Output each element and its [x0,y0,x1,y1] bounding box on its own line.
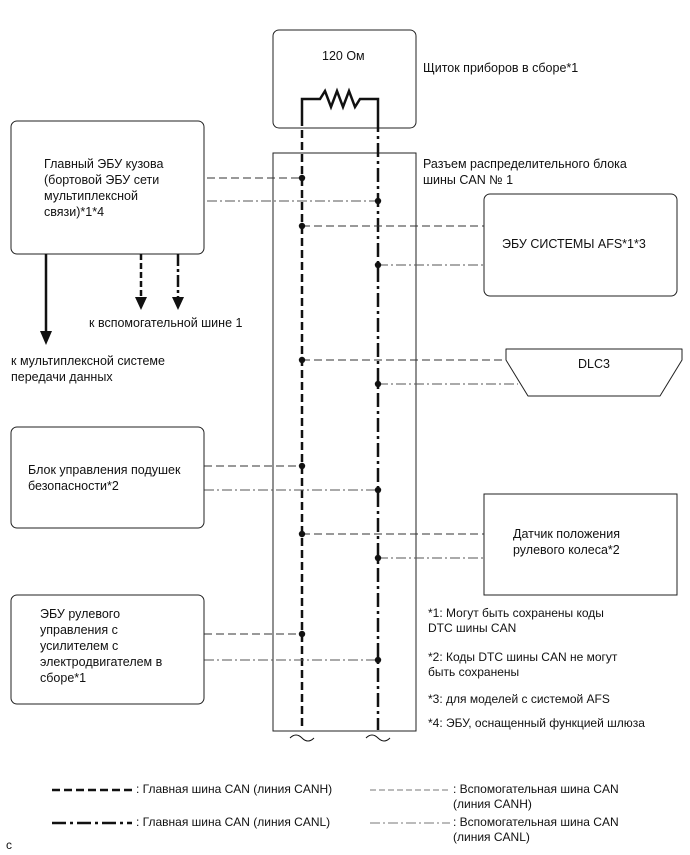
body-ecu-box [10,120,205,255]
sub-bus-arrowhead-canh [135,297,147,310]
steering-sensor-box [483,493,678,596]
to-sub-bus-label: к вспомогательной шине 1 [89,316,243,330]
note-4: *4: ЭБУ, оснащенный функцией шлюза [428,716,645,730]
sub-bus-arrowhead-canl [172,297,184,310]
meter-box [272,29,417,129]
multiplex-arrowhead [40,331,52,345]
junction-dot [374,554,382,562]
legend-sub-canl-label: : Вспомогательная шина CAN (линия CANL) [453,815,619,844]
eps-ecu-box [10,594,205,705]
junction-dot [298,174,306,182]
dlc3-connector [505,348,683,397]
afs-ecu-label: ЭБУ СИСТЕМЫ AFS*1*3 [502,237,646,251]
canh-break-mark [289,734,315,742]
airbag-label: Блок управления подушек безопасности*2 [28,463,181,493]
body-ecu-label: Главный ЭБУ кузова (бортовой ЭБУ сети му… [44,157,164,219]
canl-break-mark [365,734,391,742]
corner-mark: c [6,838,12,852]
junction-dot [298,462,306,470]
terminating-resistor [300,87,380,118]
note-1: *1: Могут быть сохранены коды DTC шины C… [428,606,604,635]
dlc3-label: DLC3 [578,357,610,371]
junction-label: Разъем распределительного блока шины CAN… [423,157,627,187]
junction-dot [298,222,306,230]
note-2: *2: Коды DTC шины CAN не могут быть сохр… [428,650,618,679]
legend-main-canh-label: : Главная шина CAN (линия CANH) [136,782,333,796]
junction-dot [298,356,306,364]
junction-dot [298,630,306,638]
airbag-box [10,426,205,529]
junction-dot [374,380,382,388]
junction-connector [272,152,417,732]
junction-dot [374,656,382,664]
note-3: *3: для моделей с системой AFS [428,692,610,706]
junction-dot [374,261,382,269]
junction-dot [374,197,382,205]
to-multiplex-label: к мультиплексной системе передачи данных [11,354,165,384]
resistor-label: 120 Ом [322,49,365,63]
meter-label: Щиток приборов в сборе*1 [423,61,579,75]
afs-ecu-box [483,193,678,297]
legend-sub-canh-label: : Вспомогательная шина CAN (линия CANH) [453,782,619,811]
steering-sensor-label: Датчик положения рулевого колеса*2 [513,527,620,557]
eps-ecu-label: ЭБУ рулевого управления с усилителем с э… [40,607,163,685]
junction-dot [298,530,306,538]
legend-main-canl-label: : Главная шина CAN (линия CANL) [136,815,331,829]
junction-dot [374,486,382,494]
